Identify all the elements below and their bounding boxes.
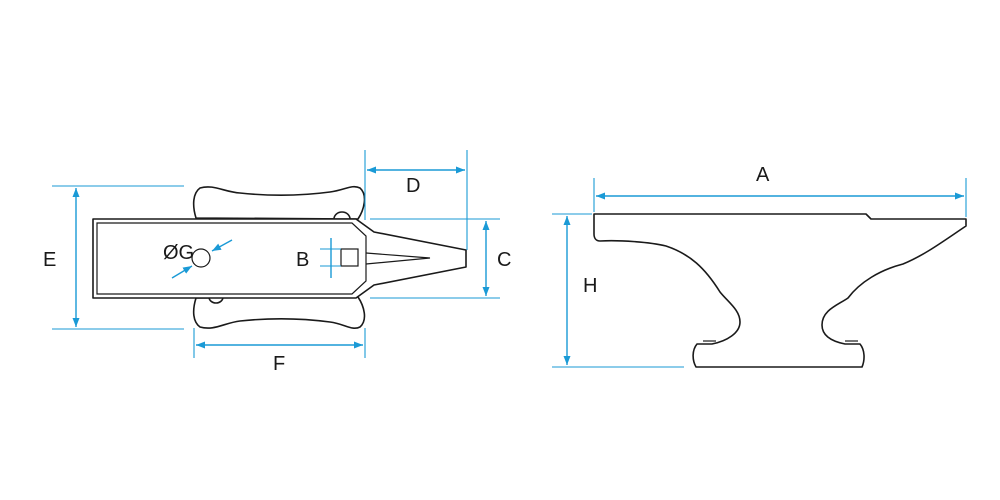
side-profile xyxy=(593,213,967,368)
label-e: E xyxy=(43,249,56,271)
label-a: A xyxy=(756,164,770,186)
anvil-side-view xyxy=(593,213,967,368)
face-inner-line xyxy=(96,222,367,295)
label-h: H xyxy=(583,275,597,297)
label-f: F xyxy=(273,353,285,375)
upper-waist-bump xyxy=(333,211,351,220)
dimension-f: F xyxy=(193,328,366,375)
dimension-e: E xyxy=(43,185,184,330)
dimension-a: A xyxy=(593,164,967,217)
upper-foot xyxy=(192,185,366,220)
label-b: B xyxy=(296,249,309,271)
label-c: C xyxy=(497,249,511,271)
hardy-hole xyxy=(340,248,359,267)
dimension-g: ØG xyxy=(163,239,233,279)
dimension-b: B xyxy=(296,238,341,278)
dimension-h: H xyxy=(552,213,684,368)
dimension-c: C xyxy=(370,218,511,299)
pritchel-hole xyxy=(191,248,211,268)
label-d: D xyxy=(406,175,420,197)
dimension-d: D xyxy=(364,150,468,250)
lower-foot xyxy=(192,296,366,329)
body-outline xyxy=(92,218,467,299)
label-g: ØG xyxy=(163,242,194,264)
horn-taper xyxy=(365,252,431,265)
anvil-top-view xyxy=(92,185,467,329)
